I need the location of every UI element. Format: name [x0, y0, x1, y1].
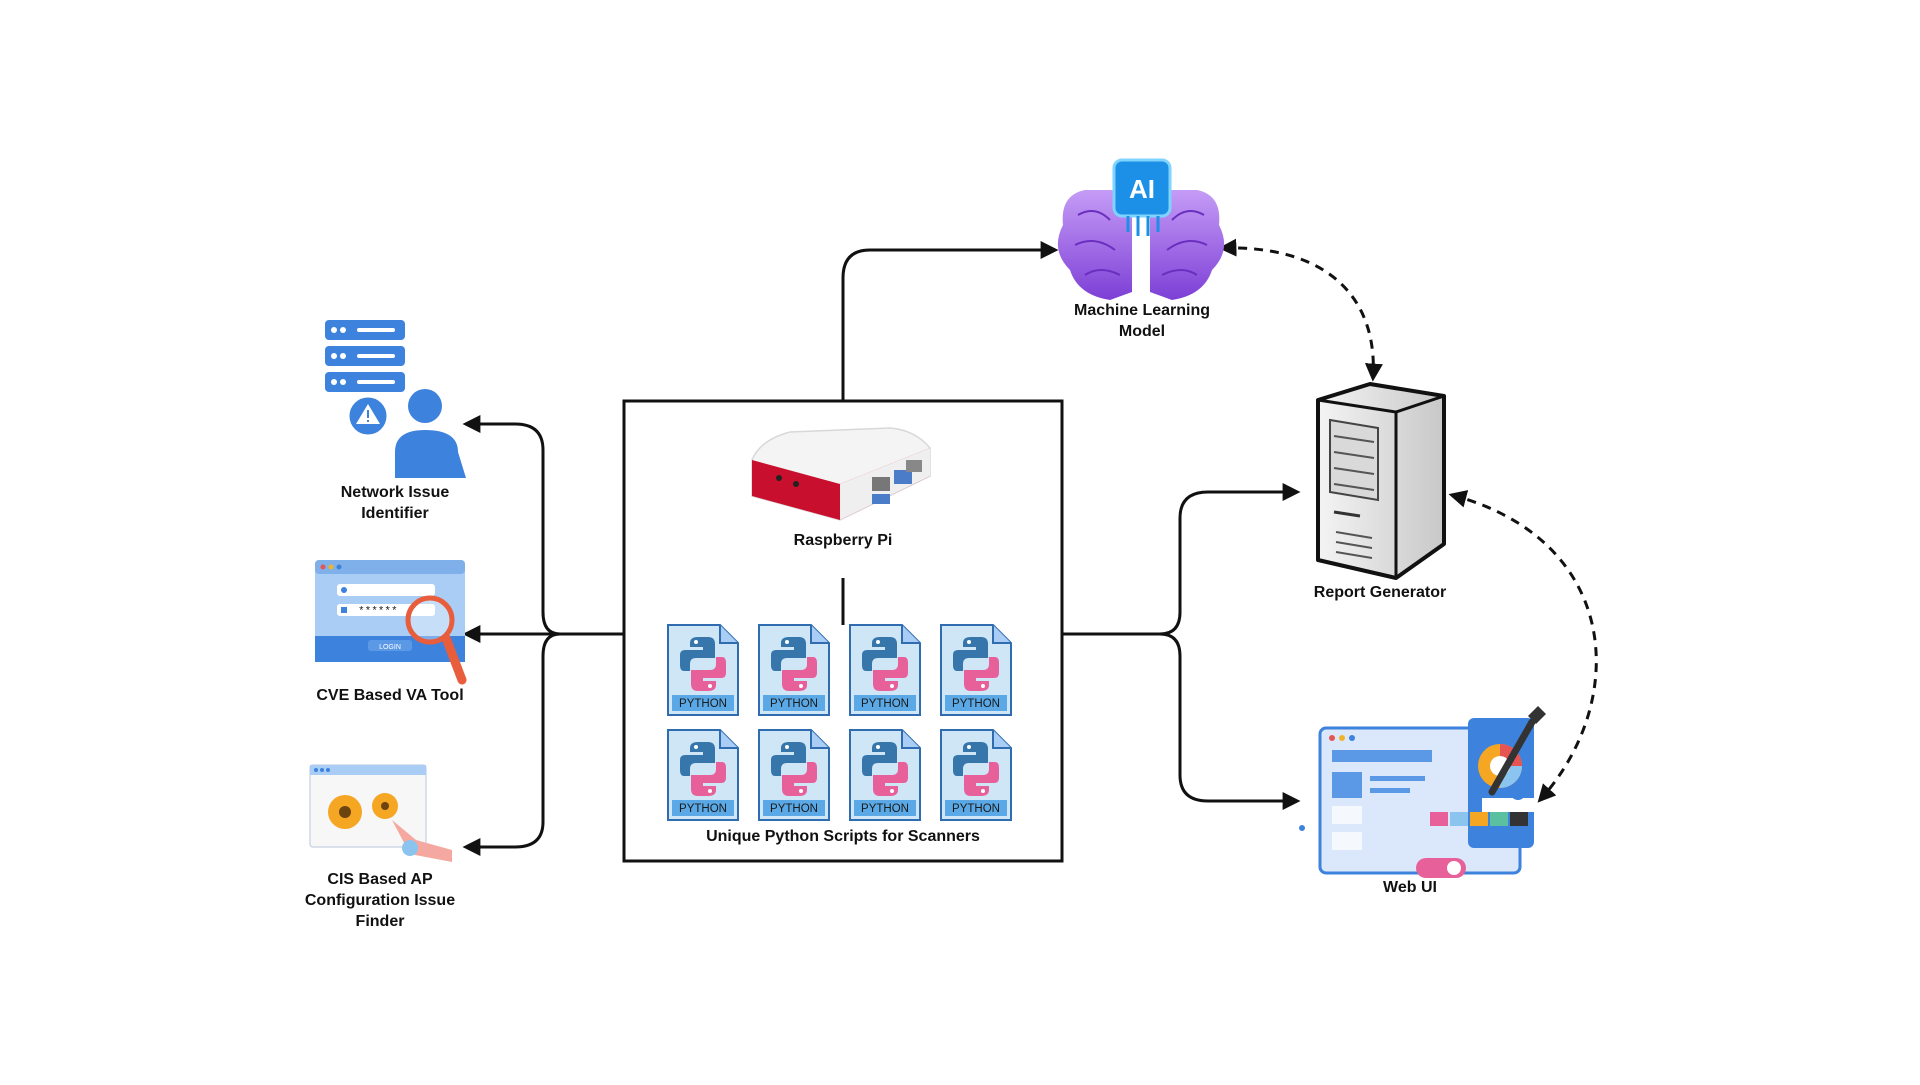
python-file-label: PYTHON [679, 803, 727, 815]
label-unique-python-scripts: Unique Python Scripts for Scanners [706, 828, 980, 845]
password-mask: ****** [358, 606, 398, 618]
python-file-label: PYTHON [952, 698, 1000, 710]
python-file-icon: PYTHON [667, 624, 739, 716]
report-generator-server-icon [1316, 382, 1446, 580]
label-cis-based-ap-finder: CIS Based AP Configuration Issue Finder [304, 871, 456, 930]
login-button-text: LOGIN [379, 644, 401, 651]
web-ui-icon [1299, 706, 1546, 878]
python-file-icon: PYTHON [940, 729, 1012, 821]
python-file-label: PYTHON [861, 803, 909, 815]
label-raspberry-pi: Raspberry Pi [793, 532, 893, 549]
dashed-report-webui [1448, 490, 1598, 803]
python-file-label: PYTHON [952, 803, 1000, 815]
python-file-icon: PYTHON [849, 624, 921, 716]
cve-tool-icon: ****** LOGIN [315, 560, 467, 685]
python-file-icon: PYTHON [758, 624, 830, 716]
python-file-icon: PYTHON [667, 729, 739, 821]
label-cve-based-va-tool: CVE Based VA Tool [316, 687, 464, 704]
arrow-to-web-ui [1159, 632, 1301, 810]
python-file-icon: PYTHON [940, 624, 1012, 716]
python-scripts-grid: PYTHON PYTHON PYTHON PYTHON PYTHON PYTHON PYTH… [667, 624, 1012, 821]
arrow-to-cis-finder [462, 632, 561, 856]
arrow-to-ml-model [841, 241, 1059, 400]
label-report-generator: Report Generator [1313, 584, 1447, 601]
arrow-to-report-generator [1159, 483, 1301, 636]
label-network-issue-identifier: Network Issue Identifier [340, 484, 450, 522]
python-file-label: PYTHON [679, 698, 727, 710]
connectors [462, 238, 1598, 856]
main-system-box [622, 399, 1064, 863]
python-file-label: PYTHON [770, 803, 818, 815]
network-issue-icon [325, 320, 466, 478]
arrow-to-network-issue [462, 415, 561, 636]
python-file-icon: PYTHON [849, 729, 921, 821]
python-file-label: PYTHON [861, 698, 909, 710]
raspberry-pi-icon [751, 427, 931, 521]
python-file-icon: PYTHON [758, 729, 830, 821]
ai-chip-text: AI [1129, 174, 1155, 204]
python-file-label: PYTHON [770, 698, 818, 710]
dashed-ml-report [1218, 238, 1383, 382]
label-web-ui: Web UI [1383, 879, 1437, 896]
label-machine-learning-model: Machine Learning Model [1073, 302, 1211, 340]
machine-learning-brain-icon: AI [1057, 158, 1225, 300]
cis-finder-icon [309, 764, 452, 862]
